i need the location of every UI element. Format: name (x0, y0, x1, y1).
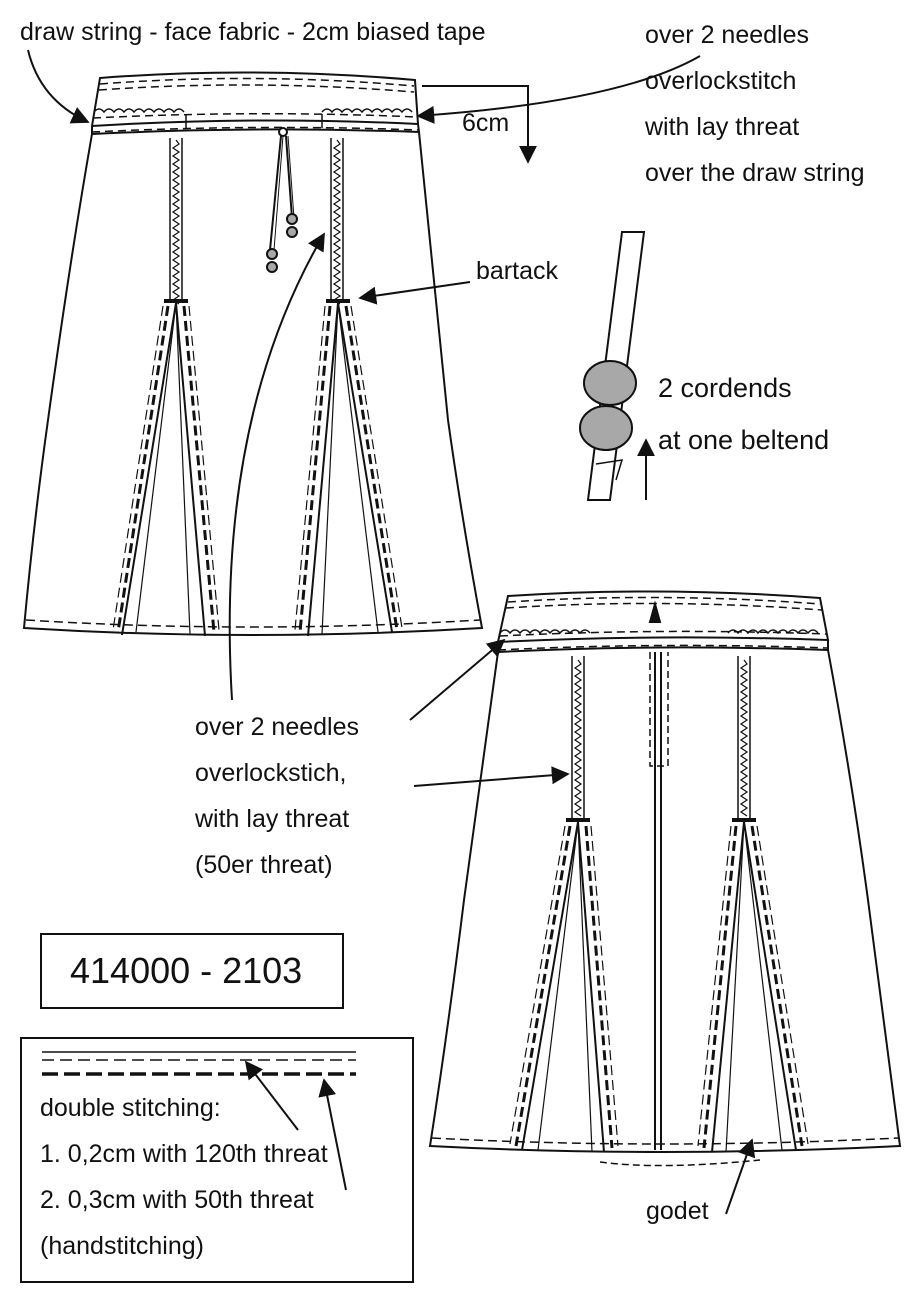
back-skirt-outline (428, 649, 902, 1153)
front-skirt-outline (22, 131, 484, 636)
arrow-overlock-top (416, 55, 701, 124)
overlock-mid-label: over 2 needles overlockstich, with lay t… (195, 704, 359, 888)
back-overlock-casing-left (499, 629, 591, 635)
front-overlock-casing-left (93, 108, 185, 114)
cordend-ball (286, 226, 298, 238)
front-waistband (90, 71, 421, 136)
overlock-mid-line: overlockstich, (195, 759, 347, 787)
back-overlock-seam-left (573, 659, 583, 817)
front-godet-right (294, 302, 403, 637)
back-skirt (428, 590, 902, 1167)
arrow-godet (725, 1138, 756, 1215)
front-overlock-casing-right (321, 108, 413, 114)
overlock-top-line: over 2 needles (645, 21, 810, 49)
drawstring-label: draw string - face fabric - 2cm biased t… (20, 18, 486, 46)
waist-height-label: 6cm (462, 109, 510, 137)
drawstring (266, 127, 298, 273)
leader-arrows (27, 49, 756, 1215)
arrow-bartack (358, 281, 471, 305)
front-overlock-seam-left (171, 139, 181, 305)
overlock-top-line: overlockstitch (645, 67, 797, 95)
cordends-line: 2 cordends (658, 373, 792, 403)
godet-label: godet (646, 1197, 709, 1225)
overlock-mid-line: with lay threat (195, 805, 350, 833)
arrow-overlock-mid-up (228, 232, 325, 701)
stitching-legend (20, 1037, 414, 1283)
cordends-line: at one beltend (658, 425, 830, 455)
back-godet-right (697, 821, 809, 1153)
cordends-label: 2 cordends at one beltend (658, 362, 829, 466)
back-waistband (496, 590, 830, 654)
arrow-overlock-mid-right (413, 766, 570, 787)
cordend-ball (266, 248, 278, 260)
overlock-top-line: with lay threat (645, 113, 800, 141)
cordend-ball (266, 261, 278, 273)
legend-title: double stitching: (40, 1094, 221, 1122)
legend-stitch-samples (42, 1051, 356, 1076)
style-number: 414000 - 2103 (70, 950, 303, 991)
cordend-detail (579, 231, 655, 501)
zipper-placket (649, 652, 669, 767)
arrow-drawstring (27, 49, 90, 124)
cordend-ball-large (579, 405, 633, 451)
overlock-mid-line: (50er threat) (195, 851, 333, 879)
overlock-mid-line: over 2 needles (195, 713, 360, 741)
back-overlock-casing-right (727, 629, 819, 635)
legend-item: 1. 0,2cm with 120th threat (40, 1140, 328, 1168)
front-skirt (22, 71, 484, 637)
bartack-label: bartack (476, 257, 558, 285)
legend-note: (handstitching) (40, 1232, 204, 1260)
style-number-box: 414000 - 2103 (40, 933, 344, 1009)
cordend-ball (286, 213, 298, 225)
overlock-top-label: over 2 needles overlockstitch with lay t… (645, 12, 865, 196)
arrow-back-casing (409, 638, 506, 721)
back-overlock-seam-right (739, 659, 749, 817)
back-godet-left (509, 821, 619, 1153)
cordend-ball-large (583, 360, 637, 406)
stitching-legend-text: double stitching: 1. 0,2cm with 120th th… (40, 1085, 328, 1269)
front-godet-left (112, 302, 220, 637)
front-overlock-seam-right (332, 139, 342, 305)
legend-item: 2. 0,3cm with 50th threat (40, 1186, 314, 1214)
center-back-seam (654, 652, 662, 1150)
overlock-top-line: over the draw string (645, 159, 865, 187)
waist-height-measure (422, 85, 537, 164)
arrow-legend-2 (318, 1078, 347, 1191)
